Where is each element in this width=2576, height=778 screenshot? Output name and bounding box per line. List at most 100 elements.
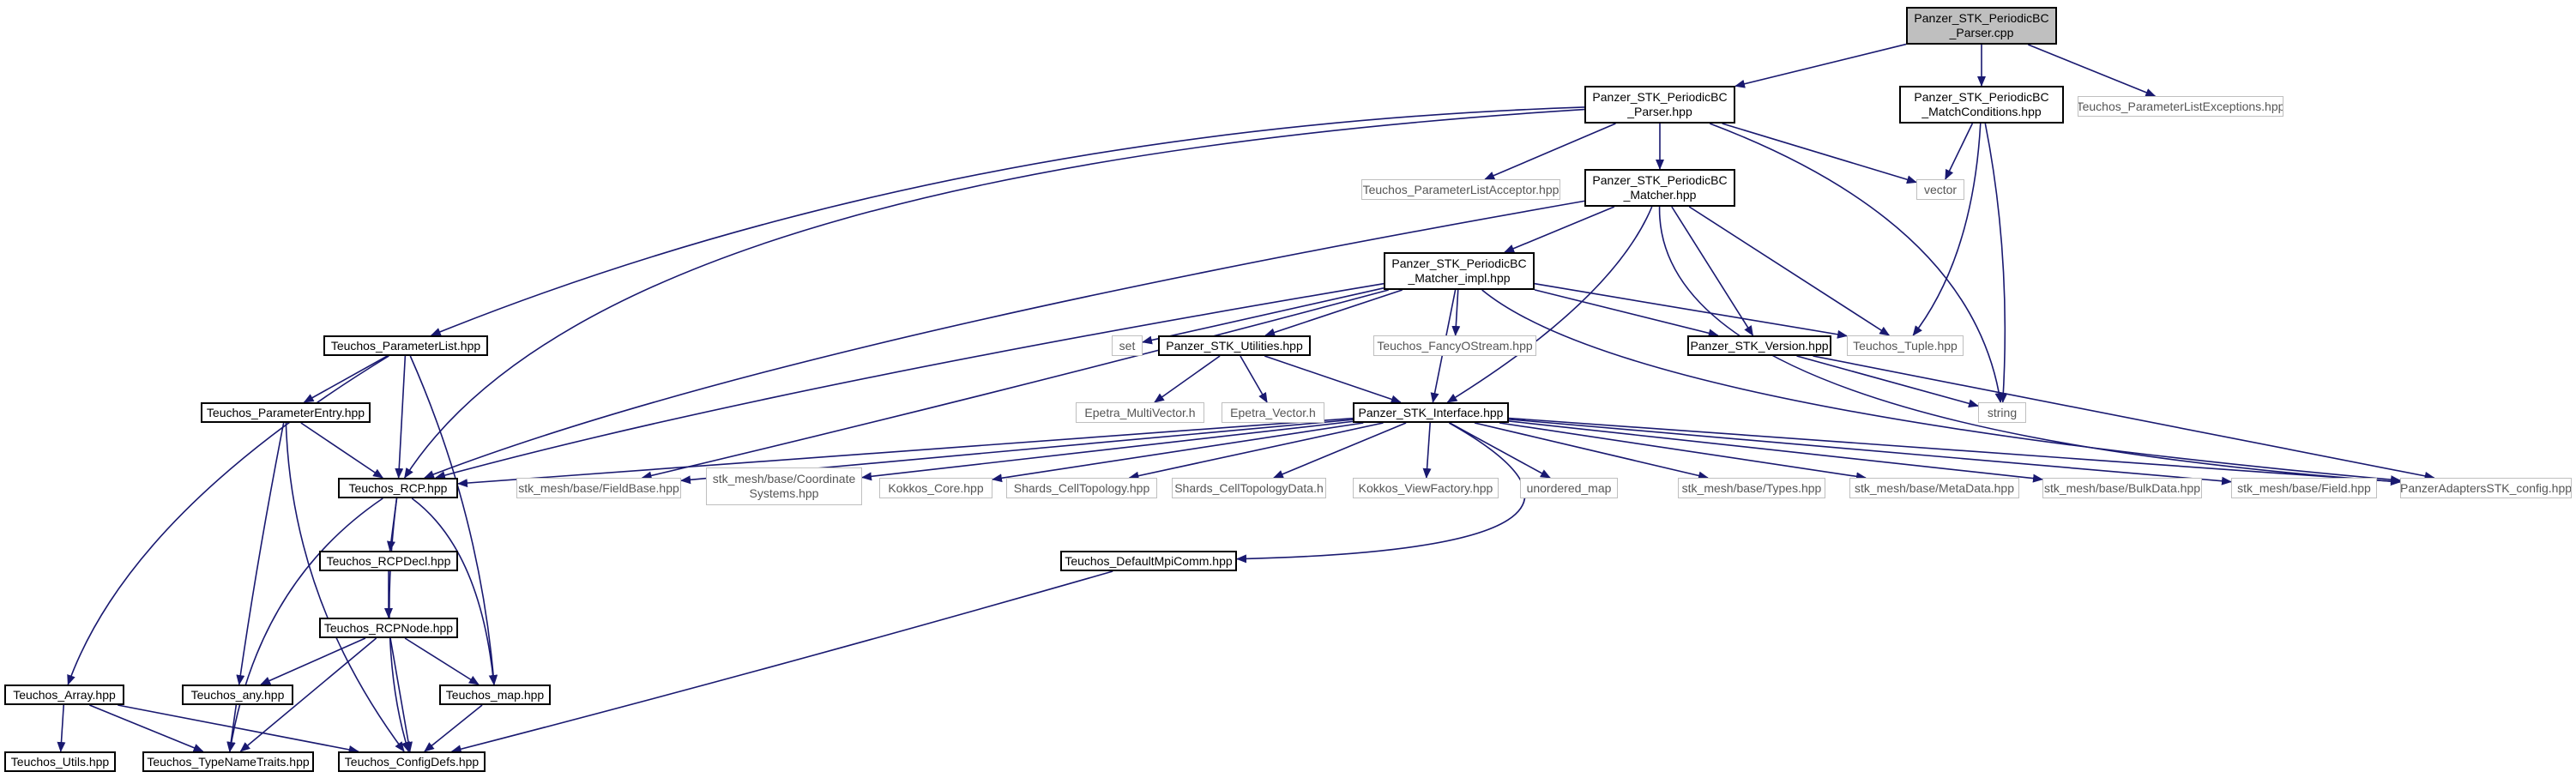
edge-parameterlist-to-array <box>67 355 389 685</box>
edge-stk_interface-to-shards_celltopology <box>1128 422 1384 480</box>
node-teuchos-any-hpp[interactable]: Teuchos_any.hpp <box>182 685 293 705</box>
node-periodicbc-parser-cpp[interactable]: Panzer_STK_PeriodicBC _Parser.cpp <box>1906 7 2057 45</box>
edge-parameterentry-to-configdefs <box>285 422 405 752</box>
edge-matcher_impl-to-fieldbase <box>641 289 1389 480</box>
edge-stk_interface-to-kokkos_viewfactory <box>1422 422 1432 479</box>
edge-rcpnode-to-map <box>404 637 480 685</box>
edge-stk_interface-to-rcp <box>457 417 1354 488</box>
edge-matcher-to-tuple <box>1688 206 1891 336</box>
node-teuchos-rcpnode-hpp[interactable]: Teuchos_RCPNode.hpp <box>319 618 458 638</box>
node-panzeradaptersstk-config-hpp[interactable]: PanzerAdaptersSTK_config.hpp <box>2400 478 2572 498</box>
edge-matcher_impl-to-tuple <box>1534 282 1848 339</box>
edge-matchconditions-to-vector <box>1945 123 1974 180</box>
edge-parameterlist-to-rcp <box>395 355 407 479</box>
node-teuchos-array-hpp[interactable]: Teuchos_Array.hpp <box>4 685 124 705</box>
node-teuchos-tuple-hpp[interactable]: Teuchos_Tuple.hpp <box>1847 335 1964 356</box>
node-stk-mesh-types-hpp[interactable]: stk_mesh/base/Types.hpp <box>1678 478 1825 498</box>
edge-matcher_impl-to-set <box>1142 287 1385 345</box>
node-periodicbc-matcher-hpp[interactable]: Panzer_STK_PeriodicBC _Matcher.hpp <box>1584 169 1735 207</box>
node-periodicbc-matchconditions-hpp[interactable]: Panzer_STK_PeriodicBC _MatchConditions.h… <box>1899 86 2064 124</box>
edge-array-to-utils <box>57 704 66 752</box>
edge-matcher_impl-to-stk_utilities <box>1264 289 1403 337</box>
node-epetra-vector-h[interactable]: Epetra_Vector.h <box>1222 402 1324 423</box>
edge-root-to-parser_hpp <box>1734 43 1907 88</box>
edge-matcher_impl-to-stk_version <box>1534 289 1719 338</box>
edge-stk_utilities-to-stk_interface <box>1264 355 1402 404</box>
node-epetra-multivector-h[interactable]: Epetra_MultiVector.h <box>1076 402 1204 423</box>
node-kokkos-core-hpp[interactable]: Kokkos_Core.hpp <box>879 478 992 498</box>
edge-matcher_impl-to-fancyostream <box>1451 289 1461 336</box>
node-stk-mesh-coordinate-systems-hpp[interactable]: stk_mesh/base/Coordinate Systems.hpp <box>706 467 862 505</box>
node-stk-mesh-metadata-hpp[interactable]: stk_mesh/base/MetaData.hpp <box>1849 478 2019 498</box>
edge-parameterentry-to-rcp <box>300 422 383 479</box>
node-string[interactable]: string <box>1978 402 2026 423</box>
edge-matcher-to-stk_version <box>1671 206 1754 336</box>
node-teuchos-defaultmpicomm-hpp[interactable]: Teuchos_DefaultMpiComm.hpp <box>1060 551 1237 571</box>
node-stk-mesh-field-hpp[interactable]: stk_mesh/base/Field.hpp <box>2231 478 2377 498</box>
edge-stk_version-to-adapters_config <box>1813 355 2435 480</box>
edge-array-to-typenametraits <box>89 704 204 752</box>
edge-parser_hpp-to-parameterlist <box>430 106 1585 336</box>
edge-matcher_impl-to-adapters_config <box>1481 289 2401 485</box>
edge-map-to-configdefs <box>424 704 483 752</box>
edge-layer <box>57 43 2435 754</box>
edge-rcp-to-typenametraits <box>226 498 383 752</box>
edge-rcpnode-to-any <box>260 637 366 685</box>
edge-matcher_impl-to-rcp <box>435 282 1385 479</box>
edge-stk_interface-to-field <box>1508 419 2232 485</box>
edge-parameterlist-to-map <box>409 355 498 685</box>
edge-parser_hpp-to-rcp <box>404 108 1585 479</box>
node-teuchos-parameterlistacceptor-hpp[interactable]: Teuchos_ParameterListAcceptor.hpp <box>1361 179 1560 200</box>
node-teuchos-utils-hpp[interactable]: Teuchos_Utils.hpp <box>4 751 116 772</box>
node-teuchos-parameterentry-hpp[interactable]: Teuchos_ParameterEntry.hpp <box>201 402 371 423</box>
edge-matcher-to-stk_interface <box>1446 206 1653 403</box>
edge-array-to-configdefs <box>118 704 359 754</box>
edge-matchconditions-to-tuple <box>1912 123 1982 336</box>
node-teuchos-parameterlist-hpp[interactable]: Teuchos_ParameterList.hpp <box>323 335 488 356</box>
node-teuchos-rcpdecl-hpp[interactable]: Teuchos_RCPDecl.hpp <box>319 551 458 571</box>
node-stk-version-hpp[interactable]: Panzer_STK_Version.hpp <box>1687 335 1831 356</box>
edge-parser_hpp-to-vector <box>1722 123 1917 184</box>
node-unordered-map[interactable]: unordered_map <box>1520 478 1618 498</box>
edge-stk_interface-to-kokkos_core <box>992 422 1364 483</box>
edge-stk_utilities-to-epetra_multivector <box>1154 355 1221 403</box>
node-teuchos-map-hpp[interactable]: Teuchos_map.hpp <box>439 685 551 705</box>
edge-stk_interface-to-unordered_map <box>1449 422 1551 479</box>
edge-parser_hpp-to-paramlistacceptor <box>1484 123 1616 180</box>
node-stk-mesh-fieldbase-hpp[interactable]: stk_mesh/base/FieldBase.hpp <box>516 478 681 498</box>
edge-rcp-to-map <box>411 498 498 685</box>
node-teuchos-typenametraits-hpp[interactable]: Teuchos_TypeNameTraits.hpp <box>142 751 314 772</box>
edge-stk_interface-to-adapters_config <box>1508 417 2401 486</box>
node-teuchos-configdefs-hpp[interactable]: Teuchos_ConfigDefs.hpp <box>338 751 486 772</box>
edge-stk_interface-to-bulkdata <box>1508 420 2043 483</box>
node-teuchos-rcp-hpp[interactable]: Teuchos_RCP.hpp <box>338 478 458 498</box>
node-shards-celltopologydata-h[interactable]: Shards_CellTopologyData.h <box>1172 478 1326 498</box>
edge-stk_interface-to-defaultmpicomm <box>1236 422 1526 564</box>
edge-rcpnode-to-configdefs <box>389 637 413 752</box>
edge-stk_interface-to-coordsystems <box>861 420 1354 481</box>
node-teuchos-parameterlistexceptions-hpp[interactable]: Teuchos_ParameterListExceptions.hpp <box>2078 96 2283 117</box>
node-periodicbc-matcher-impl-hpp[interactable]: Panzer_STK_PeriodicBC _Matcher_impl.hpp <box>1384 252 1535 290</box>
edge-stk_version-to-string <box>1796 355 1979 408</box>
edge-root-to-paramlistexceptions <box>2027 44 2157 97</box>
edge-any-to-typenametraits <box>226 704 238 752</box>
node-periodicbc-parser-hpp[interactable]: Panzer_STK_PeriodicBC _Parser.hpp <box>1584 86 1735 124</box>
edge-stk_utilities-to-epetra_vector <box>1240 355 1268 403</box>
edge-stk_interface-to-shards_celltopologydata <box>1272 422 1407 479</box>
edge-matcher-to-rcp <box>424 200 1585 479</box>
edge-stk_interface-to-metadata <box>1499 422 1867 481</box>
node-stk-utilities-hpp[interactable]: Panzer_STK_Utilities.hpp <box>1158 335 1311 356</box>
edge-defaultmpicomm-to-configdefs <box>450 570 1113 754</box>
edge-parser_hpp-to-string <box>1709 123 2004 403</box>
node-set[interactable]: set <box>1112 335 1143 356</box>
node-stk-mesh-bulkdata-hpp[interactable]: stk_mesh/base/BulkData.hpp <box>2042 478 2202 498</box>
edge-matcher-to-adapters_config <box>1658 206 2401 486</box>
node-teuchos-fancyostream-hpp[interactable]: Teuchos_FancyOStream.hpp <box>1373 335 1536 356</box>
node-vector[interactable]: vector <box>1916 179 1964 200</box>
node-stk-interface-hpp[interactable]: Panzer_STK_Interface.hpp <box>1353 402 1509 423</box>
node-shards-celltopology-hpp[interactable]: Shards_CellTopology.hpp <box>1006 478 1157 498</box>
edge-matcher-to-matcher_impl <box>1504 206 1615 253</box>
node-kokkos-viewfactory-hpp[interactable]: Kokkos_ViewFactory.hpp <box>1353 478 1499 498</box>
